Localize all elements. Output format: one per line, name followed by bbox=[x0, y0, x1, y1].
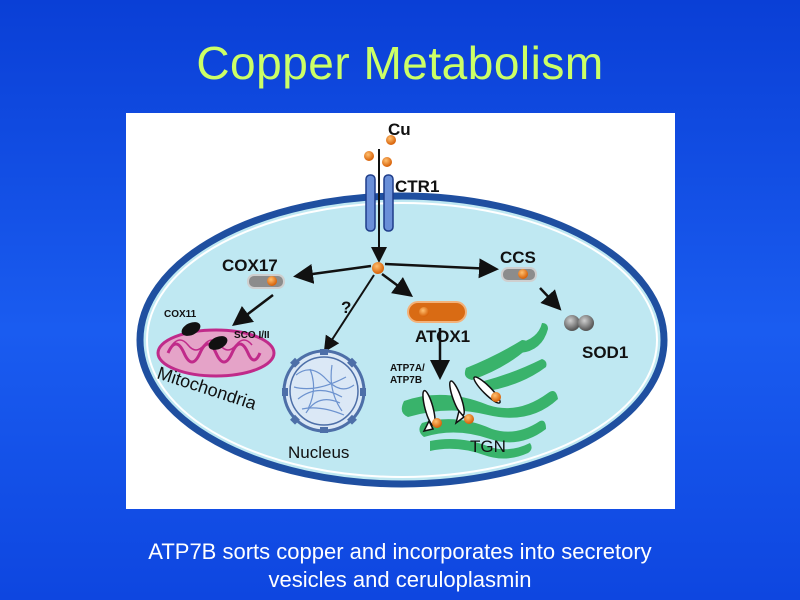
cox17-chaperone bbox=[247, 274, 285, 289]
ctr1-transporter bbox=[365, 174, 394, 232]
arrow-to-ccs bbox=[384, 258, 499, 279]
label-atox1: ATOX1 bbox=[415, 327, 470, 346]
copper-ion bbox=[491, 392, 501, 402]
label-sod1: SOD1 bbox=[582, 343, 628, 362]
copper-ion bbox=[432, 418, 442, 428]
copper-ion bbox=[464, 414, 474, 424]
arrow-to-cox17 bbox=[293, 264, 372, 284]
caption-line-2: vesicles and ceruloplasmin bbox=[268, 567, 532, 592]
arrow-to-sod1 bbox=[539, 287, 562, 311]
arrow-to-atox1 bbox=[381, 272, 414, 297]
label-question: ? bbox=[341, 298, 351, 317]
trans-golgi-network bbox=[401, 323, 558, 459]
arrow-to-mitochondria bbox=[232, 294, 274, 327]
caption-line-1: ATP7B sorts copper and incorporates into… bbox=[148, 539, 652, 564]
slide-title: Copper Metabolism bbox=[196, 37, 604, 89]
nucleus bbox=[282, 349, 366, 433]
diagram-svg: Cu CTR1 COX17 CCS ? ATOX1 COX11 SCO I/II… bbox=[136, 120, 668, 488]
label-nucleus: Nucleus bbox=[288, 443, 349, 462]
slide-caption: ATP7B sorts copper and incorporates into… bbox=[80, 538, 720, 594]
label-cu: Cu bbox=[388, 120, 411, 139]
copper-ion bbox=[364, 151, 374, 161]
sco-protein bbox=[208, 336, 228, 350]
atox1-protein bbox=[407, 301, 467, 323]
label-ctr1: CTR1 bbox=[395, 177, 439, 196]
cox11-protein bbox=[181, 322, 201, 336]
label-cox17: COX17 bbox=[222, 256, 278, 275]
copper-ion bbox=[386, 135, 396, 145]
cell-inner-border bbox=[146, 202, 658, 478]
label-sco: SCO I/II bbox=[234, 330, 270, 341]
ccs-chaperone bbox=[501, 267, 537, 282]
label-atp7b: ATP7B bbox=[390, 375, 422, 386]
mitochondrion bbox=[156, 328, 276, 378]
label-tgn: TGN bbox=[470, 437, 506, 456]
label-atp7a: ATP7A/ bbox=[390, 363, 425, 374]
label-cox11: COX11 bbox=[164, 309, 197, 320]
arrow-to-nucleus bbox=[323, 274, 375, 353]
sod1-enzyme bbox=[564, 315, 594, 331]
cytosolic-copper bbox=[372, 262, 384, 274]
label-ccs: CCS bbox=[500, 248, 536, 267]
copper-metabolism-diagram: Cu CTR1 COX17 CCS ? ATOX1 COX11 SCO I/II… bbox=[126, 113, 675, 509]
copper-ion bbox=[382, 157, 392, 167]
